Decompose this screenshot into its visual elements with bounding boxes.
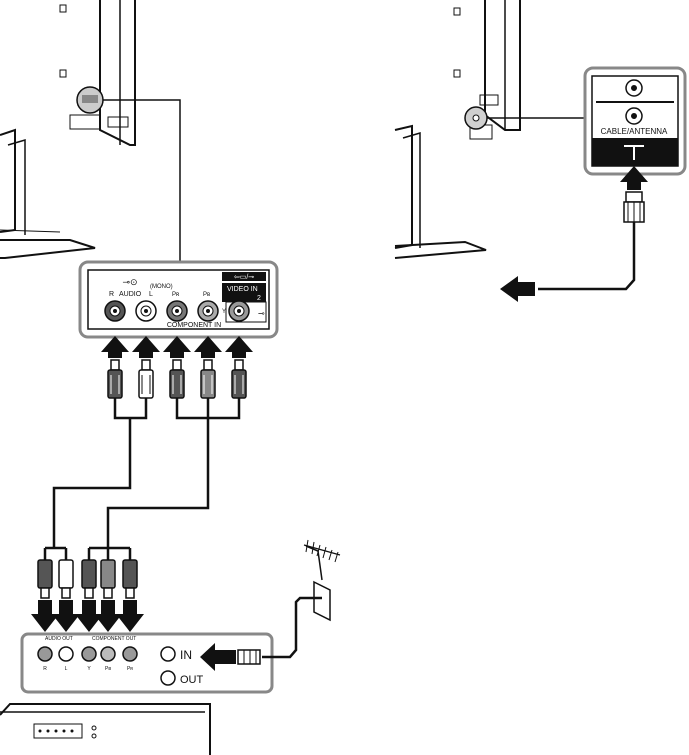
video-input-icon: ⊸ [258,309,265,318]
left-tv-port-block [69,114,101,130]
left-rca-plugs [107,359,247,399]
rca-plug-pb [200,359,216,399]
left-callout-line [103,99,181,262]
device-jack-l[interactable] [58,646,74,662]
device-display [33,723,83,739]
device-plug-pr [122,559,138,599]
video-in-number: 2 [257,295,261,302]
component-in-label: COMPONENT IN [167,322,221,329]
audio-cable [52,418,132,548]
audio-l-label: L [149,291,153,298]
device-plug-y [81,559,97,599]
pb-label: Pʀ [172,292,180,298]
right-tv-rear [394,0,585,259]
video-in-box [222,283,266,302]
right-antenna-cable [538,191,645,291]
device-rca-plugs [37,559,138,599]
left-input-panel: ⊸⊙ (MONO) R AUDIO L Pʀ Pʙ Y ⇦▭/⊸ VIDEO I… [78,260,279,339]
y-label: Y [222,309,226,315]
antenna-connection [237,539,341,665]
device-y-label: Y [87,666,91,672]
left-arrow-icon [200,643,236,671]
device-plug-pb [100,559,116,599]
device-in-jack[interactable] [160,646,176,662]
right-antenna-panel: CABLE/ANTENNA [583,66,687,176]
video-arrow-icon: ⇦▭/⊸ [234,274,254,281]
cable-antenna-jack[interactable] [625,107,643,125]
right-tv-hole-icon [453,69,461,78]
up-arrow-icon [194,336,222,358]
up-arrow-icon [163,336,191,358]
device-down-arrows [31,600,144,632]
antenna-jack-top[interactable] [625,79,643,97]
device-out-jack[interactable] [160,670,176,686]
audio-r-label: R [109,291,114,298]
jack-audio-r[interactable] [104,300,126,322]
cable-antenna-label: CABLE/ANTENNA [601,127,668,136]
left-up-arrows [101,336,253,358]
up-arrow-icon [101,336,129,358]
jack-y-video[interactable]: ⊸ [225,300,267,323]
audio-mono-label: (MONO) [150,284,173,290]
component-cables [43,398,241,560]
left-tv-stand-base [0,239,96,259]
rca-plug-audio-r [107,359,123,399]
left-tv-body [99,0,136,146]
left-tv-hole-icon [59,69,67,78]
left-tv-stand-post [0,128,16,233]
right-tv-hole-icon [453,7,461,16]
device-r-label: R [43,666,47,672]
device-jack-pr[interactable] [122,646,138,662]
device-out-label: OUT [180,674,204,686]
rca-plug-pr [169,359,185,399]
up-arrow-icon [225,336,253,358]
component-cable [106,398,210,548]
wall-plate [313,580,331,622]
jack-pb[interactable] [197,300,219,322]
component-out-label: COMPONENT OUT [92,636,136,642]
antenna-t-icon [624,145,644,160]
down-arrow-icon [94,600,122,632]
right-tv-stand-post [394,124,413,249]
device-pb-label: Pʙ [105,666,111,672]
antenna-cable [262,596,322,659]
rca-plug-audio-l [138,359,154,399]
device-box-outline [0,703,211,755]
right-tv-body [484,0,521,131]
antenna-mast [305,545,323,581]
audio-label: AUDIO [119,291,142,298]
f-connector [237,649,261,665]
av-device-box [0,703,211,755]
device-jack-pb[interactable] [100,646,116,662]
up-arrow-icon [620,166,648,190]
device-jack-r[interactable] [37,646,53,662]
device-jack-y[interactable] [81,646,97,662]
rca-plug-y [231,359,247,399]
audio-cable-join [113,398,148,420]
down-arrow-icon [52,600,80,632]
down-arrow-icon [116,600,144,632]
device-pr-label: Pʀ [127,666,133,672]
input-arrow-icon: ⊸⊙ [122,277,137,287]
device-plug-audio-l [58,559,74,599]
jack-audio-l[interactable] [135,300,157,322]
jack-pr[interactable] [166,300,188,322]
left-tv-rear [0,0,181,262]
pr-label: Pʙ [203,292,210,298]
device-plug-audio-r [37,559,53,599]
right-tv-stand-base [394,240,487,259]
video-in-label: VIDEO IN [227,286,258,293]
down-arrow-icon [75,600,103,632]
up-arrow-icon [132,336,160,358]
device-in-label: IN [180,648,192,662]
left-tv-hole-icon [59,4,67,13]
down-arrow-icon [31,600,59,632]
video-icon-bar [222,272,266,281]
device-l-label: L [65,666,68,672]
left-arrow-icon [500,276,535,302]
audio-out-label: AUDIO OUT [45,636,73,642]
